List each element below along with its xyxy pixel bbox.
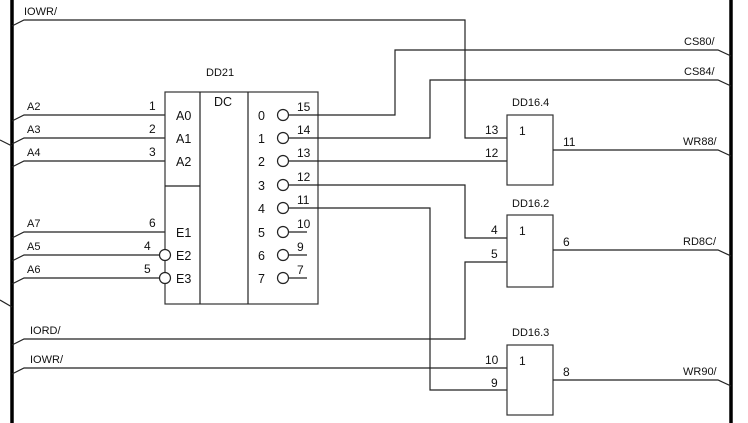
output-bubble <box>276 108 290 122</box>
pin-name: A0 <box>176 109 191 123</box>
signal-label-iowr-top: IOWR/ <box>24 6 58 18</box>
output-bubble <box>276 248 290 262</box>
gate-ref-label: DD16.2 <box>512 198 549 210</box>
signal-label-a2: A2 <box>27 101 40 113</box>
output-bubble <box>276 178 290 192</box>
pin-number: 7 <box>297 263 304 277</box>
gate-body <box>506 214 554 288</box>
gate-function-label: 1 <box>519 124 526 138</box>
wire-wr88 <box>553 149 732 157</box>
signal-label-a5: A5 <box>27 241 40 253</box>
signal-label-a6: A6 <box>27 264 40 276</box>
gate-function-label: 1 <box>519 224 526 238</box>
wire-cs84: CS84/ <box>289 66 732 139</box>
gate-function-label: 1 <box>519 354 526 368</box>
output-bubble <box>276 154 290 168</box>
inversion-bubble <box>158 271 172 285</box>
output-index: 3 <box>258 179 265 193</box>
signal-label-wr90: WR90/ <box>683 366 718 378</box>
wire-out3-to-dd16-2 <box>289 184 507 239</box>
signal-label-rd8c: RD8C/ <box>683 236 717 248</box>
signal-label-a4: A4 <box>27 147 40 159</box>
decoder-ref-label: DD21 <box>206 67 234 79</box>
output-index: 5 <box>258 226 265 240</box>
wire-a7: A7 6 <box>11 216 165 239</box>
wire-a5: A5 4 <box>11 239 159 262</box>
gate-dd16-2: DD16.2 1 4 5 6 RD8C/ <box>491 198 732 288</box>
pin-number: 4 <box>144 239 151 253</box>
pin-name: E1 <box>176 226 191 240</box>
output-bubble <box>276 271 290 285</box>
inversion-bubble <box>158 248 172 262</box>
pin-number: 11 <box>563 135 576 149</box>
output-bubble <box>276 131 290 145</box>
pin-number: 13 <box>297 146 311 160</box>
decoder-function-label: DC <box>214 95 232 109</box>
signal-label-cs84: CS84/ <box>684 66 716 78</box>
pin-number: 12 <box>485 146 499 160</box>
pin-name: A1 <box>176 132 191 146</box>
pin-number: 13 <box>485 123 499 137</box>
gate-ref-label: DD16.4 <box>512 97 549 109</box>
pin-name: E3 <box>176 272 191 286</box>
bus-entry-stub <box>0 299 13 308</box>
wire-iord: IORD/ <box>11 261 507 346</box>
signal-label-iowr-bottom: IOWR/ <box>30 354 64 366</box>
decoder-body <box>164 91 319 305</box>
pin-number: 9 <box>297 240 304 254</box>
output-index: 7 <box>258 272 265 286</box>
signal-label-wr88: WR88/ <box>683 136 718 148</box>
wire-iowr-top: IOWR/ <box>11 6 507 139</box>
output-index: 1 <box>258 132 265 146</box>
wire-rd8c <box>553 249 732 257</box>
output-index: 4 <box>258 202 265 216</box>
pin-name: A2 <box>176 155 191 169</box>
pin-number: 11 <box>297 193 310 207</box>
pin-number: 9 <box>491 376 498 390</box>
gate-ref-label: DD16.3 <box>512 327 549 339</box>
output-index: 0 <box>258 109 265 123</box>
pin-number: 12 <box>297 170 311 184</box>
pin-number: 14 <box>297 123 311 137</box>
pin-number: 6 <box>149 216 156 230</box>
wire-a2: A2 1 <box>11 99 165 122</box>
pin-number: 5 <box>144 262 151 276</box>
output-bubble <box>276 225 290 239</box>
pin-number: 5 <box>491 247 498 261</box>
output-index: 2 <box>258 155 265 169</box>
pin-number: 10 <box>297 217 311 231</box>
pin-number: 15 <box>297 100 311 114</box>
pin-number: 8 <box>563 365 570 379</box>
output-index: 6 <box>258 249 265 263</box>
bus-entry-stub <box>0 139 13 147</box>
signal-label-a3: A3 <box>27 124 40 136</box>
wire-a3: A3 2 <box>11 122 165 145</box>
gate-dd16-3: DD16.3 1 10 9 8 WR90/ <box>485 327 732 416</box>
gate-body <box>506 114 554 186</box>
pin-number: 10 <box>485 353 499 367</box>
wire-cs80: CS80/ <box>289 36 732 116</box>
pin-number: 4 <box>491 223 498 237</box>
pin-number: 3 <box>149 145 156 159</box>
pin-number: 6 <box>563 235 570 249</box>
signal-label-cs80: CS80/ <box>684 36 716 48</box>
output-bubble <box>276 201 290 215</box>
wire-a6: A6 5 <box>11 262 159 285</box>
signal-label-a7: A7 <box>27 218 40 230</box>
decoder-dd21: DD21 DC A0 A1 A2 E1 E2 E3 0 1 2 3 4 5 6 … <box>158 67 319 305</box>
gate-dd16-4: DD16.4 1 13 12 11 WR88/ <box>485 97 732 186</box>
pin-name: E2 <box>176 249 191 263</box>
wire-iowr-bottom: IOWR/ <box>11 354 507 375</box>
wire-wr90 <box>553 379 732 387</box>
gate-body <box>506 344 554 416</box>
wire-out4-to-dd16-3 <box>289 207 507 391</box>
pin-number: 1 <box>149 99 156 113</box>
signal-label-iord: IORD/ <box>30 325 62 337</box>
wire-a4: A4 3 <box>11 145 165 168</box>
pin-number: 2 <box>149 122 156 136</box>
